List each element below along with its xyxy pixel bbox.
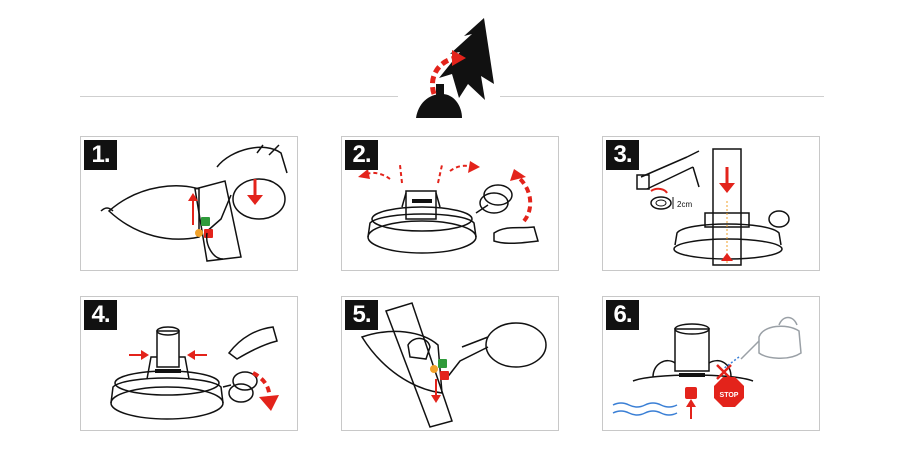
header-rule-right: [500, 96, 824, 97]
step-2-number: 2.: [345, 140, 378, 170]
step-6-illustration: STOP: [612, 316, 802, 419]
step-4-panel: 4.: [80, 296, 298, 431]
step-3-illustration: 2cm: [636, 148, 790, 266]
step-2-panel: 2.: [341, 136, 559, 271]
step-1-illustration: [100, 144, 288, 262]
step-1-number: 1.: [84, 140, 117, 170]
step-5-number: 5.: [345, 300, 378, 330]
step-4-number: 4.: [84, 300, 117, 330]
step-6-panel: 6. STOP: [602, 296, 820, 431]
step-5-panel: 5.: [341, 296, 559, 431]
step-4-illustration: [110, 326, 279, 420]
tree-tilt-icon: [416, 18, 494, 118]
step-3-panel: 3. 2cm: [602, 136, 820, 271]
step-1-panel: 1.: [80, 136, 298, 271]
step-3-number: 3.: [606, 140, 639, 170]
step-5-illustration: [360, 302, 547, 428]
header-rule-left: [80, 96, 398, 97]
step-6-number: 6.: [606, 300, 639, 330]
step-2-illustration: [358, 161, 539, 254]
trunk-size-label: 2cm: [677, 200, 692, 209]
stop-sign-label: STOP: [720, 392, 739, 399]
